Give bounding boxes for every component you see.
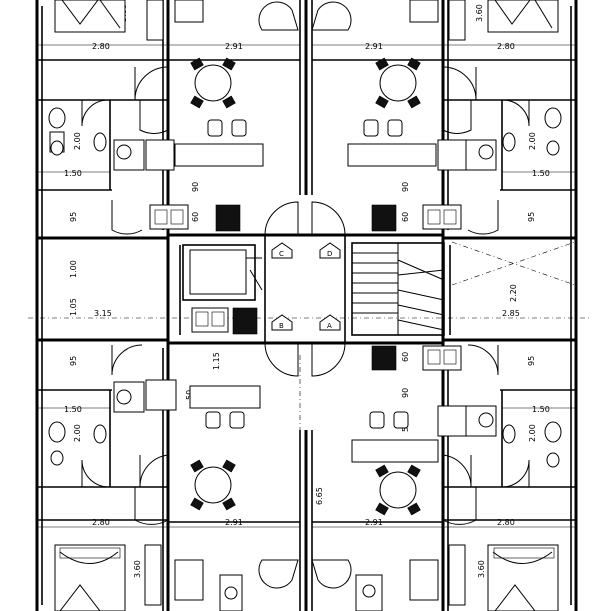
dim-bath-tr-height: 2.00 — [528, 132, 537, 150]
dim-top-right-height: 3.60 — [475, 4, 484, 22]
section-marker: B — [271, 314, 293, 331]
dining-table — [375, 464, 421, 516]
dim-left-105: 1.05 — [69, 298, 78, 316]
dim-kitchen-br-90: 90 — [401, 388, 410, 398]
dim-top-living-left: 2.91 — [225, 42, 243, 51]
dim-bath-br-height: 2.00 — [528, 424, 537, 442]
dim-bottom-left-width: 2.80 — [92, 518, 110, 527]
void-area — [451, 241, 576, 286]
marker-d-label: D — [327, 250, 332, 258]
dim-bottom-living-left: 2.91 — [225, 518, 243, 527]
dim-right-285: 2.85 — [502, 309, 520, 318]
section-marker: C — [271, 242, 293, 259]
marker-c-label: C — [279, 250, 284, 258]
dim-top-right-width: 2.80 — [497, 42, 515, 51]
dim-left-100: 1.00 — [69, 260, 78, 278]
dim-bath-bl-width: 1.50 — [64, 405, 82, 414]
dim-left-315: 3.15 — [94, 309, 112, 318]
section-marker: A — [319, 314, 341, 331]
dim-top-living-right: 2.91 — [365, 42, 383, 51]
dim-hall-bl-95: 95 — [69, 356, 78, 366]
dim-kitchen-br-60: 60 — [401, 352, 410, 362]
dining-table — [375, 57, 421, 109]
plant — [258, 1, 352, 589]
kitchen-sink — [149, 204, 462, 371]
bed — [487, 0, 559, 33]
door — [81, 66, 530, 525]
section-marker: D — [319, 242, 341, 259]
dining-table — [190, 459, 236, 511]
bed — [54, 0, 126, 33]
dim-kitchen-tr-90: 90 — [401, 182, 410, 192]
dim-top-left-width: 2.80 — [92, 42, 110, 51]
dim-bath-tl-width: 1.50 — [64, 169, 82, 178]
dim-bottom-right-width: 2.80 — [497, 518, 515, 527]
dining-table — [190, 57, 236, 109]
dim-center-115: 1.15 — [212, 352, 221, 370]
dim-bath-bl-height: 2.00 — [73, 424, 82, 442]
basin — [93, 132, 516, 444]
marker-b-label: B — [279, 322, 284, 330]
elevator — [182, 244, 263, 301]
stool — [205, 119, 409, 429]
wardrobe — [144, 0, 466, 606]
toilet — [48, 107, 562, 468]
dim-bath-tl-height: 2.00 — [73, 132, 82, 150]
dim-hall-tl-95: 95 — [69, 212, 78, 222]
bed — [54, 544, 126, 611]
dim-right-220: 2.20 — [509, 284, 518, 302]
staircase — [351, 242, 445, 336]
dimension-lines — [28, 44, 590, 611]
dim-kitchen-tr-60: 60 — [401, 212, 410, 222]
dim-bath-br-width: 1.50 — [532, 405, 550, 414]
dim-hall-tr-95: 95 — [527, 212, 536, 222]
armchair — [174, 0, 439, 611]
structural-walls — [35, 0, 578, 611]
stove — [215, 204, 397, 371]
dim-bottom-living-right: 2.91 — [365, 518, 383, 527]
dim-hall-br-95: 95 — [527, 356, 536, 366]
marker-a-label: A — [327, 322, 332, 330]
dim-kitchen-tl-90: 90 — [191, 182, 200, 192]
dim-bottom-left-height: 3.60 — [133, 560, 142, 578]
dim-bath-tr-width: 1.50 — [532, 169, 550, 178]
bed — [487, 544, 559, 611]
dimension-labels: 2.80 2.91 2.91 2.80 2.80 2.91 2.91 2.80 … — [64, 4, 550, 578]
dim-kitchen-tl-60: 60 — [191, 212, 200, 222]
water-heater — [113, 139, 497, 437]
dim-bottom-right-height: 3.60 — [477, 560, 486, 578]
kitchen-counter — [174, 143, 439, 463]
dim-center-665: 6.65 — [315, 487, 324, 505]
